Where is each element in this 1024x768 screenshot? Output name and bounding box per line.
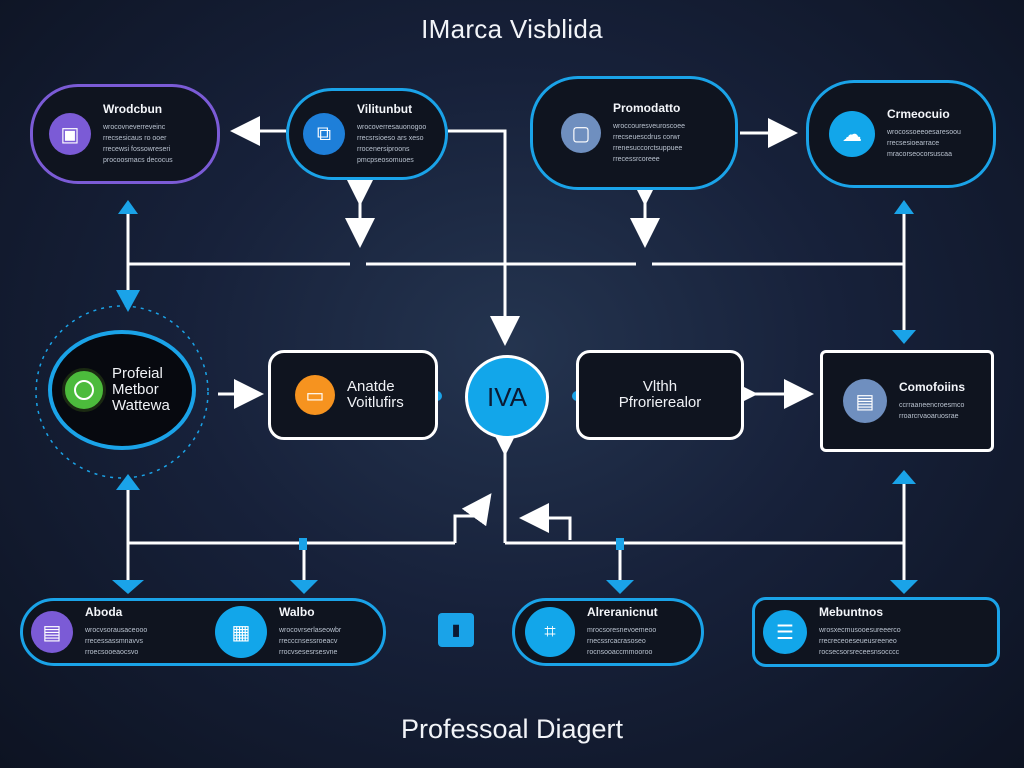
node-promodatto[interactable]: ▢ Promodatto wroccouresveuroscoee rrecse…	[530, 76, 738, 190]
picture-icon: ▢	[561, 113, 601, 153]
node-anatde[interactable]: ▭ Anatde Voitlufirs	[268, 350, 438, 440]
node-description: wroccouresveuroscoee rrecseuescdrus corw…	[613, 122, 685, 163]
node-line: Wattewa	[112, 397, 170, 414]
node-comofoiins[interactable]: ▤ Comofoiins ccrraaneencroesmco rroarcrv…	[820, 350, 994, 452]
page-title: IMarca Visblida	[421, 14, 603, 44]
node-title: Alreranicnut	[587, 605, 658, 619]
image-frame-icon: ▣	[49, 113, 91, 155]
node-vlthh[interactable]: Vlthh Pfrorierealor	[576, 350, 744, 440]
node-description: mrocsoresnevoemeoo rnecssrcacrasoseo roc…	[587, 627, 657, 656]
circle-status-icon	[62, 368, 106, 412]
crop-icon: ⌗	[525, 607, 575, 657]
footer-title: Professoal Diagert	[400, 714, 624, 744]
hub-node[interactable]: IVA	[465, 355, 549, 439]
list-icon: ☰	[763, 610, 807, 654]
hub-label: IVA	[487, 381, 527, 412]
node-description: wrocoverresauonogoo rrecsrsioeso ars xes…	[357, 123, 427, 164]
node-line: Voitlufirs	[347, 394, 404, 411]
node-line: Vlthh	[642, 378, 678, 395]
node-description: wrocossoeeoesaresoou rrecsesioearrace mr…	[887, 129, 961, 158]
node-description: wrocovrserlaseowbr rrecccnsessroeacv rro…	[279, 627, 342, 656]
node-mebuntnos[interactable]: ☰ Mebuntnos wrosxecmusooesureeerco rrecr…	[752, 597, 1000, 667]
node-title: Comofoiins	[899, 379, 965, 394]
node-line: Anatde	[347, 378, 395, 395]
node-profeial[interactable]: Profeial Metbor Wattewa	[48, 330, 196, 450]
node-description: wrosxecmusooesureeerco rrecreceoeseueusr…	[819, 627, 901, 656]
node-title: Promodatto	[613, 100, 681, 115]
cloud-icon: ☁	[829, 111, 875, 157]
node-group-aboda-walbo[interactable]: ▤ Aboda wrocvsorausaceooo rrecessassmnav…	[20, 598, 386, 666]
node-crmeocuio[interactable]: ☁ Crmeocuio wrocossoeeoesaresoou rrecses…	[806, 80, 996, 188]
node-description: wrocovneverreveinc rrecsesicaus ro ooer …	[103, 123, 173, 164]
gallery-icon: ⧉	[303, 113, 345, 155]
document-icon: ▤	[31, 611, 73, 653]
node-wrodcbun[interactable]: ▣ Wrodcbun wrocovneverreveinc rrecsesica…	[30, 84, 220, 184]
node-line: Profeial	[112, 365, 163, 382]
folder-icon: ▭	[295, 375, 335, 415]
node-title: Vilitunbut	[357, 101, 413, 116]
node-title: Crmeocuio	[887, 107, 950, 121]
node-alreranicnut[interactable]: ⌗ Alreranicnut mrocsoresnevoemeoo rnecss…	[512, 598, 704, 666]
node-description: wrocvsorausaceooo rrecessassmnavvs rroec…	[85, 627, 148, 656]
node-vilitunbut[interactable]: ⧉ Vilitunbut wrocoverresauonogoo rrecsrs…	[286, 88, 448, 180]
code-file-icon: ▦	[215, 606, 267, 658]
tablet-node[interactable]: ▮	[438, 613, 474, 647]
window-icon: ▤	[843, 379, 887, 423]
node-title: Wrodcbun	[103, 101, 163, 116]
tablet-icon: ▮	[451, 622, 461, 639]
node-title: Walbo	[279, 605, 315, 619]
node-title: Aboda	[85, 605, 123, 619]
node-line: Metbor	[112, 381, 159, 398]
node-description: ccrraaneencroesmco rroarcrvaoaruosrae	[899, 401, 965, 420]
node-line: Pfrorierealor	[618, 394, 702, 411]
node-title: Mebuntnos	[819, 605, 883, 619]
